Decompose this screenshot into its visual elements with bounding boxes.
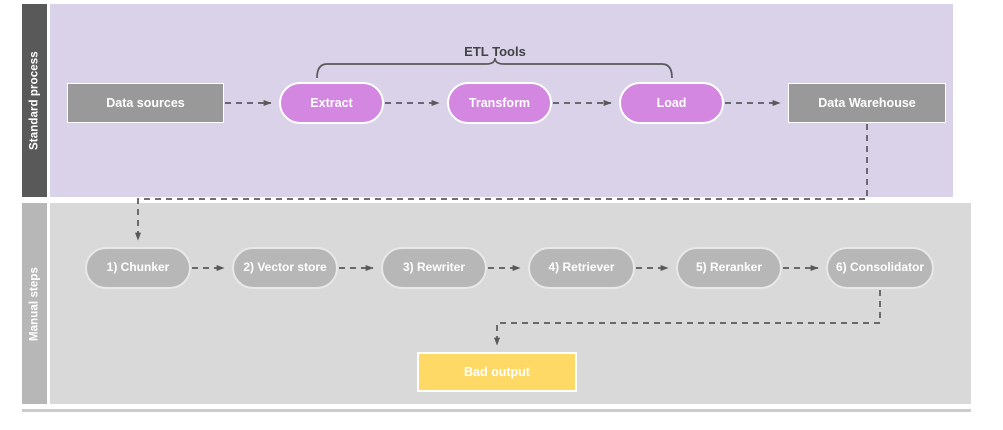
node-load-label: Load bbox=[656, 96, 687, 110]
node-chunker-label: 1) Chunker bbox=[106, 260, 170, 275]
node-vector-store[interactable]: 2) Vector store bbox=[232, 247, 338, 289]
node-rewriter[interactable]: 3) Rewriter bbox=[381, 247, 487, 289]
node-transform[interactable]: Transform bbox=[447, 82, 552, 124]
node-vector-store-label: 2) Vector store bbox=[243, 260, 327, 275]
node-transform-label: Transform bbox=[468, 96, 531, 110]
lane-standard-process-label: Standard process bbox=[22, 4, 47, 197]
lane-manual-steps-label: Manual steps bbox=[22, 203, 47, 404]
node-extract-label: Extract bbox=[310, 96, 353, 110]
node-consolidator-label: 6) Consolidator bbox=[835, 260, 924, 275]
node-consolidator[interactable]: 6) Consolidator bbox=[826, 247, 934, 289]
node-reranker[interactable]: 5) Reranker bbox=[676, 247, 782, 289]
node-retriever[interactable]: 4) Retriever bbox=[528, 247, 635, 289]
node-data-sources[interactable]: Data sources bbox=[67, 83, 224, 123]
bottom-divider bbox=[22, 409, 971, 412]
node-data-sources-label: Data sources bbox=[106, 96, 185, 110]
node-reranker-label: 5) Reranker bbox=[695, 260, 763, 275]
node-chunker[interactable]: 1) Chunker bbox=[85, 247, 191, 289]
node-load[interactable]: Load bbox=[619, 82, 724, 124]
node-data-warehouse[interactable]: Data Warehouse bbox=[788, 83, 946, 123]
node-data-warehouse-label: Data Warehouse bbox=[818, 96, 916, 110]
node-retriever-label: 4) Retriever bbox=[548, 260, 615, 275]
node-rewriter-label: 3) Rewriter bbox=[402, 260, 466, 275]
node-extract[interactable]: Extract bbox=[279, 82, 384, 124]
etl-tools-label: ETL Tools bbox=[464, 44, 526, 59]
node-bad-output[interactable]: Bad output bbox=[417, 352, 577, 392]
node-bad-output-label: Bad output bbox=[464, 365, 530, 379]
